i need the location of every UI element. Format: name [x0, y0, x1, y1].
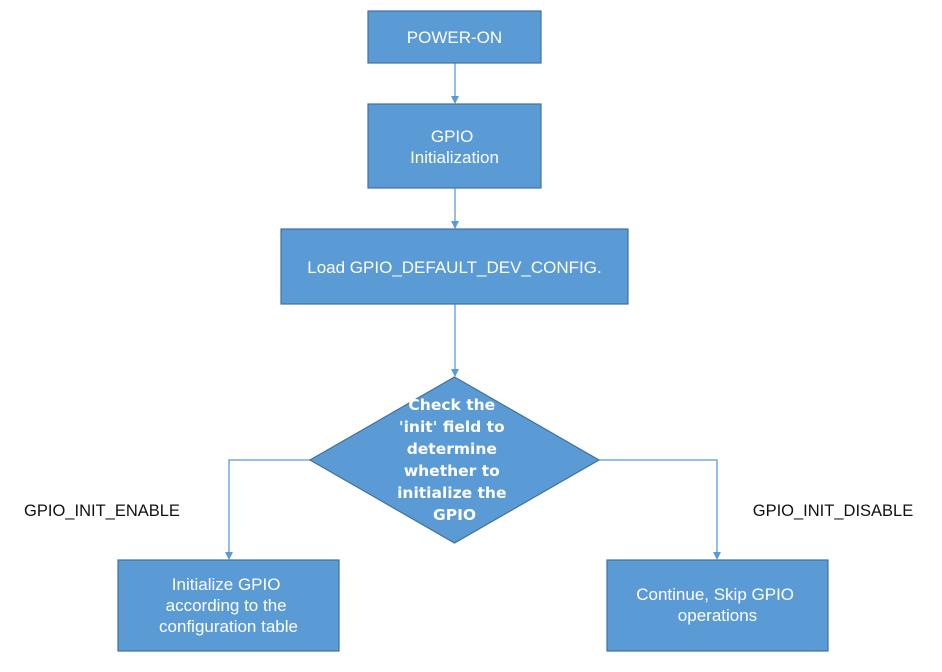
node-initialize-gpio: Initialize GPIO according to the configu… — [117, 559, 340, 652]
node-power-on-label: POWER-ON — [407, 28, 502, 47]
node-decision-line-3: determine — [407, 440, 497, 458]
arrow-decision-to-skip-gpio — [599, 459, 721, 560]
node-load-config: Load GPIO_DEFAULT_DEV_CONFIG. — [280, 228, 629, 305]
edge-label-disable: GPIO_INIT_DISABLE — [753, 502, 913, 520]
node-gpio-initialization-line-2: Initialization — [410, 148, 499, 167]
node-initialize-gpio-label: Initialize GPIO according to the configu… — [159, 575, 298, 636]
node-decision-line-4: whether to — [404, 462, 500, 480]
node-decision-label: Check the 'init' field to determine whet… — [397, 396, 512, 524]
node-decision-line-6: GPIO — [433, 506, 476, 524]
node-initialize-gpio-line-2: according to the — [166, 596, 287, 615]
arrow-decision-to-init-gpio — [225, 459, 310, 560]
node-decision-diamond — [308, 376, 601, 544]
node-skip-gpio: Continue, Skip GPIO operations — [606, 559, 829, 652]
node-load-config-label: Load GPIO_DEFAULT_DEV_CONFIG. — [307, 258, 601, 277]
node-gpio-initialization: GPIO Initialization — [367, 103, 542, 189]
node-gpio-initialization-label: GPIO Initialization — [410, 127, 499, 167]
node-decision: Check the 'init' field to determine whet… — [308, 376, 601, 544]
node-decision-line-5: initialize the — [397, 484, 506, 502]
node-initialize-gpio-line-3: configuration table — [159, 617, 298, 636]
node-skip-gpio-line-2: operations — [678, 606, 757, 625]
node-initialize-gpio-box — [117, 559, 340, 652]
node-skip-gpio-box — [606, 559, 829, 652]
node-skip-gpio-line-1: Continue, Skip GPIO — [636, 585, 794, 604]
connectors — [225, 63, 721, 560]
node-gpio-initialization-line-1: GPIO — [431, 127, 474, 146]
node-load-config-box — [280, 228, 629, 305]
node-gpio-initialization-box — [367, 103, 542, 189]
edge-label-enable: GPIO_INIT_ENABLE — [24, 502, 180, 520]
node-initialize-gpio-line-1: Initialize GPIO — [172, 575, 281, 594]
node-decision-line-2: 'init' field to — [399, 418, 505, 436]
node-skip-gpio-label: Continue, Skip GPIO operations — [636, 585, 799, 625]
node-power-on: POWER-ON — [367, 10, 542, 64]
node-decision-line-1: Check the — [408, 396, 495, 414]
node-power-on-box — [367, 10, 542, 64]
